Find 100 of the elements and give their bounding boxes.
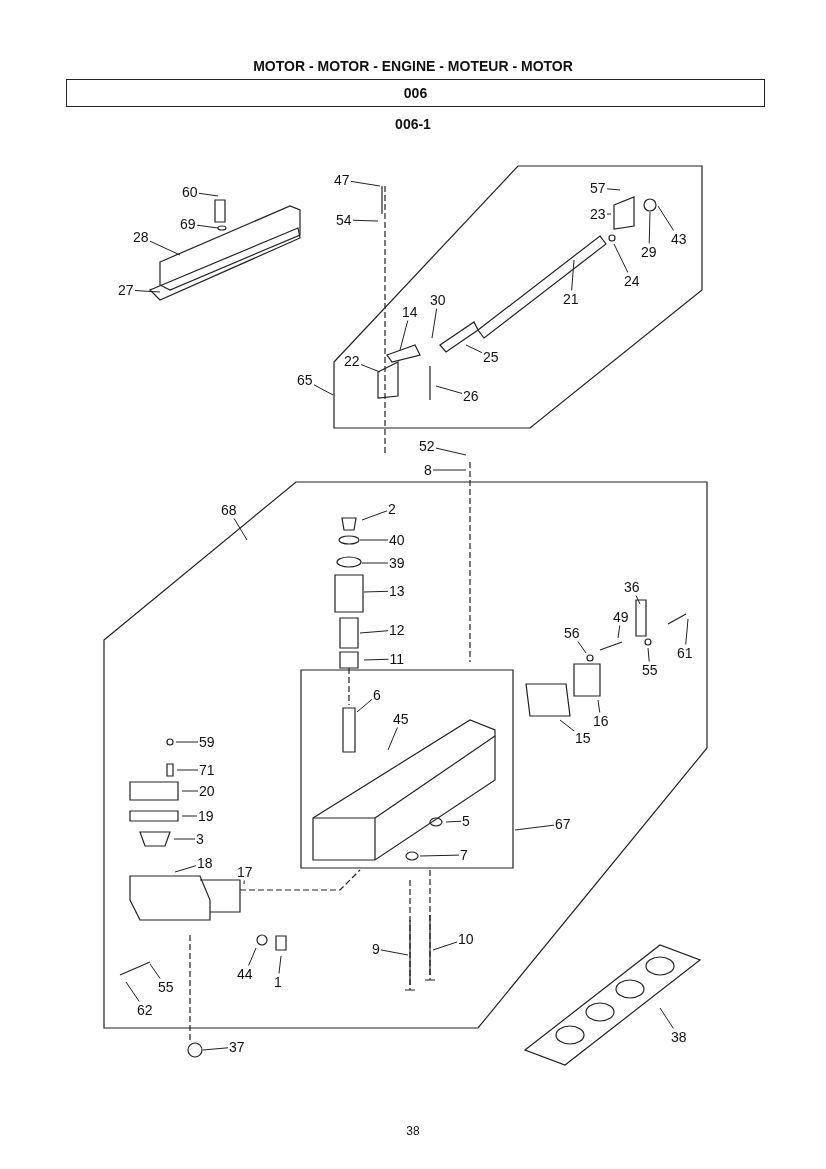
callout-number: 28 [133, 229, 149, 245]
callout-number: 62 [137, 1002, 153, 1018]
callout-number: 37 [229, 1039, 245, 1055]
leader-line [196, 224, 219, 229]
leader-line [559, 719, 575, 732]
callout-number: 56 [564, 625, 580, 641]
callout-number: 54 [336, 212, 352, 228]
leader-line [359, 630, 389, 634]
leader-line [606, 213, 612, 215]
leader-line [356, 698, 373, 713]
callout-number: 23 [590, 206, 606, 222]
page-title: MOTOR - MOTOR - ENGINE - MOTEUR - MOTOR [252, 58, 574, 74]
leader-line [363, 590, 389, 593]
callout-number: 40 [389, 532, 405, 548]
leader-line [243, 880, 245, 885]
callout-number: 45 [393, 711, 409, 727]
callout-number: 30 [430, 292, 446, 308]
leader-line [685, 618, 689, 645]
leader-line [175, 741, 199, 743]
callout-number: 39 [389, 555, 405, 571]
leader-line [445, 820, 462, 823]
callout-number: 6 [373, 687, 381, 703]
callout-number: 67 [555, 816, 571, 832]
callout-number: 26 [463, 388, 479, 404]
callout-number: 69 [180, 216, 196, 232]
section-number: 006 [66, 79, 765, 107]
callout-number: 2 [388, 501, 396, 517]
callout-number: 12 [389, 622, 405, 638]
callout-number: 65 [297, 372, 313, 388]
leader-line [233, 518, 248, 541]
callout-number: 11 [389, 651, 405, 667]
callout-number: 71 [199, 762, 215, 778]
callout-number: 25 [483, 349, 499, 365]
leader-line [659, 1007, 674, 1029]
leader-line [350, 180, 381, 187]
leader-line [134, 290, 161, 293]
callout-number: 61 [677, 645, 693, 661]
leader-line [657, 205, 675, 231]
callout-number: 68 [221, 502, 237, 518]
leader-line [380, 949, 409, 956]
callout-number: 29 [641, 244, 657, 260]
leader-line [432, 941, 458, 951]
callout-number: 1 [274, 974, 282, 990]
callout-number: 38 [671, 1029, 687, 1045]
leader-line [125, 981, 140, 1002]
callout-number: 19 [198, 808, 214, 824]
leader-line [174, 865, 197, 873]
callout-number: 43 [671, 231, 687, 247]
leader-line [278, 955, 282, 974]
callout-number: 44 [237, 966, 253, 982]
callout-number: 60 [182, 184, 198, 200]
leader-line [419, 854, 460, 857]
callout-number: 16 [593, 713, 609, 729]
callout-number: 21 [563, 291, 579, 307]
leader-line [149, 240, 181, 256]
leader-line [181, 815, 198, 817]
callout-number: 55 [158, 979, 174, 995]
leader-line [359, 539, 389, 541]
callout-number: 20 [199, 783, 215, 799]
callout-number: 8 [424, 462, 432, 478]
leader-line [606, 188, 621, 191]
leader-line [648, 211, 651, 244]
leader-line [399, 320, 409, 351]
leader-line [617, 625, 621, 639]
leader-line [431, 308, 438, 339]
leader-line [465, 344, 483, 354]
leader-line [198, 192, 219, 197]
leader-line [360, 364, 381, 373]
leader-line [361, 562, 389, 564]
callout-number: 5 [462, 813, 470, 829]
leader-line [597, 699, 601, 713]
callout-number: 13 [389, 583, 405, 599]
callout-number: 57 [590, 180, 606, 196]
leader-line [181, 790, 199, 792]
leader-line [352, 219, 379, 222]
callout-number: 24 [624, 273, 640, 289]
callout-number: 10 [458, 931, 474, 947]
callout-number: 14 [402, 304, 418, 320]
callout-number: 15 [575, 730, 591, 746]
callout-number: 49 [613, 609, 629, 625]
leader-line [647, 647, 650, 662]
leader-line [571, 259, 575, 291]
leader-line [149, 963, 161, 979]
callout-number: 22 [344, 353, 360, 369]
callout-number: 36 [624, 579, 640, 595]
leader-line [435, 447, 467, 456]
leader-line [635, 595, 641, 605]
leader-line [613, 243, 629, 273]
callout-number: 27 [118, 282, 134, 298]
callout-number: 55 [642, 662, 658, 678]
leader-line [435, 385, 463, 394]
leader-line [361, 510, 388, 521]
leader-line [176, 769, 199, 771]
leader-line [363, 658, 389, 661]
page-number: 38 [405, 1124, 421, 1138]
leader-line [387, 727, 398, 751]
leader-line [202, 1047, 229, 1051]
callout-number: 9 [372, 941, 380, 957]
callout-number: 18 [197, 855, 213, 871]
callout-number: 17 [237, 864, 253, 880]
